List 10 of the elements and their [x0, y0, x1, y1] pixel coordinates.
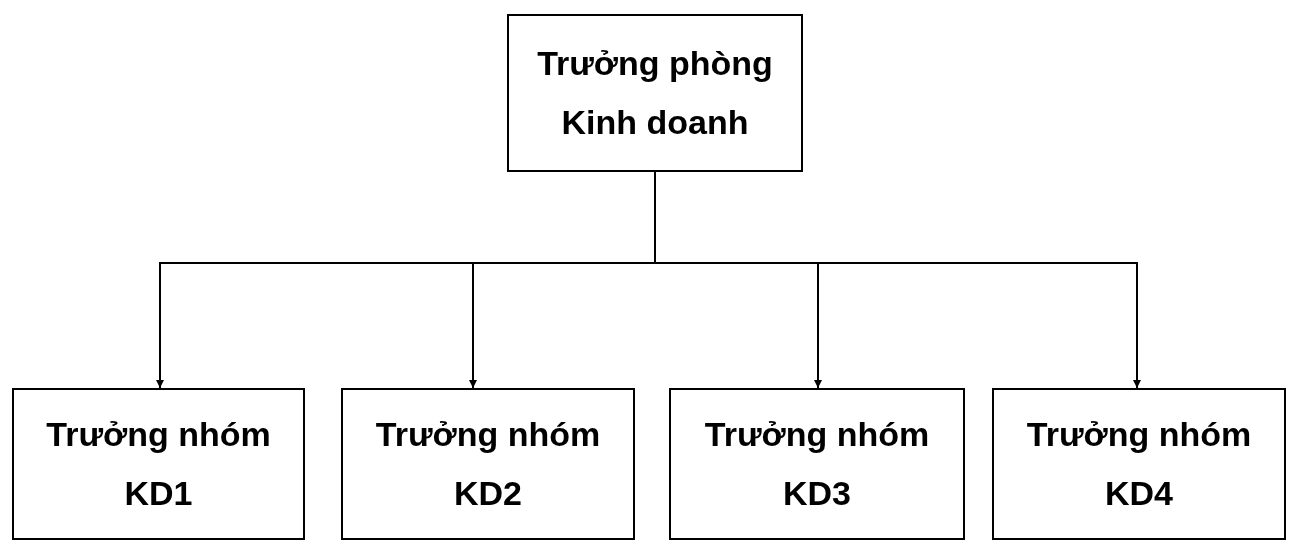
- role-box: [341, 388, 635, 540]
- role-title: Trưởng nhóm KD4: [1025, 413, 1253, 514]
- role-title: Trưởng phòng Kinh doanh: [536, 42, 774, 143]
- role-title: Trưởng nhóm KD1: [45, 413, 272, 514]
- role-title: Trưởng nhóm KD2: [374, 413, 602, 514]
- role-title: Trưởng nhóm KD3: [703, 413, 931, 514]
- role-box: [12, 388, 305, 540]
- role-box: [992, 388, 1286, 540]
- role-box: [507, 14, 803, 172]
- role-box: [669, 388, 965, 540]
